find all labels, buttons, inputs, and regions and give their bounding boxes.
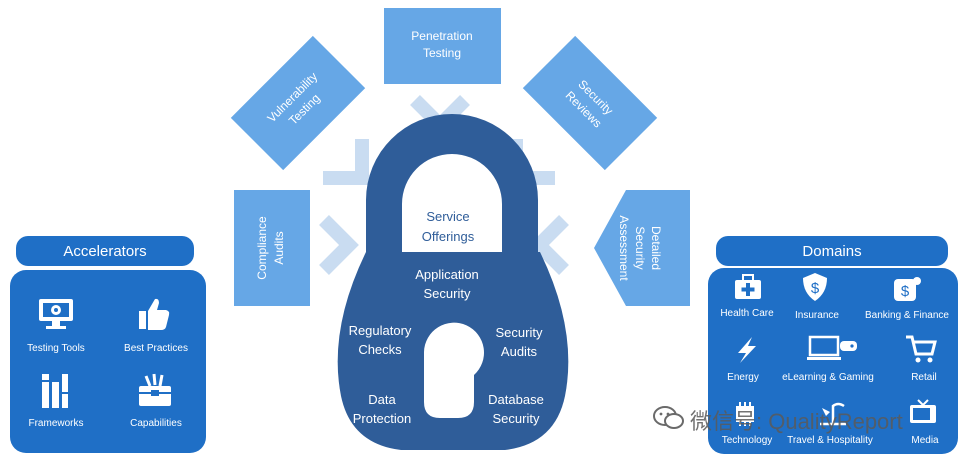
lightning-icon [738, 337, 756, 363]
accelerator-label: Testing Tools [27, 343, 85, 354]
service-offerings-tab [414, 184, 490, 252]
thumbs-up-icon [139, 298, 170, 330]
method-label: Compliance [255, 216, 269, 280]
method-label: Audits [272, 231, 286, 264]
lock-shackle [366, 114, 538, 262]
arrow-right-chevron [319, 215, 359, 275]
arrow-diagonal-chevron-left [323, 139, 369, 185]
lock-item-label: Regulatory [349, 323, 412, 338]
domain-label: Media [911, 435, 939, 446]
travel-icon [820, 402, 846, 426]
method-label: Security [633, 226, 647, 269]
accelerator-label: Capabilities [130, 418, 182, 429]
toolbox-icon [139, 373, 171, 406]
watermark-text: 微信号: QualityReport [690, 409, 903, 434]
coins-icon: $ [894, 277, 921, 301]
method-box-penetration-testing [384, 8, 501, 84]
laptop-gamepad-icon [807, 335, 857, 360]
method-box-compliance-audits [234, 190, 310, 306]
lock-item-label: Protection [353, 411, 412, 426]
method-box-security-reviews [522, 35, 658, 171]
lock-item-label: Application [415, 267, 479, 282]
domain-label: Health Care [720, 308, 774, 319]
shield-dollar-icon: $ [803, 273, 827, 301]
technology-icon [736, 402, 754, 426]
accelerator-label: Best Practices [124, 343, 188, 354]
domain-label: Travel & Hospitality [787, 435, 873, 446]
lock-item-label: Data [368, 392, 396, 407]
method-label: Penetration [411, 29, 472, 43]
lock-item-label: Audits [501, 344, 538, 359]
domain-label: Insurance [795, 310, 839, 321]
accelerator-label: Frameworks [28, 418, 84, 429]
lock-item-label: Security [496, 325, 543, 340]
domain-label: Energy [727, 372, 759, 383]
lock-item-label: Security [493, 411, 540, 426]
domain-label: Technology [721, 435, 773, 446]
accelerators-header: Accelerators [16, 236, 194, 266]
medical-kit-icon [735, 274, 761, 299]
lock-item-label: Security [424, 286, 471, 301]
domain-label: eLearning & Gaming [782, 372, 874, 383]
lock-keyhole [424, 322, 484, 418]
domains-header: Domains [716, 236, 948, 266]
svg-text:$: $ [901, 283, 910, 300]
method-box-detailed-security-assessment [594, 190, 690, 306]
lock-item-label: Database [488, 392, 544, 407]
wechat-icon [653, 406, 684, 429]
arrow-left-chevron [529, 215, 569, 275]
shopping-cart-icon [906, 335, 937, 363]
service-offerings-label: Service [426, 209, 469, 224]
svg-text:$: $ [811, 280, 820, 297]
method-box-vulnerability-testing [230, 35, 366, 171]
domain-label: Banking & Finance [865, 310, 949, 321]
monitor-gear-icon [39, 299, 73, 329]
tv-icon [910, 399, 936, 423]
service-offerings-label: Offerings [422, 229, 475, 244]
method-label: Assessment [617, 215, 631, 281]
domain-label: Retail [911, 372, 937, 383]
frameworks-icon [42, 374, 68, 408]
method-label: Detailed [649, 226, 663, 270]
lock-item-label: Checks [358, 342, 402, 357]
method-label: Testing [423, 46, 461, 60]
